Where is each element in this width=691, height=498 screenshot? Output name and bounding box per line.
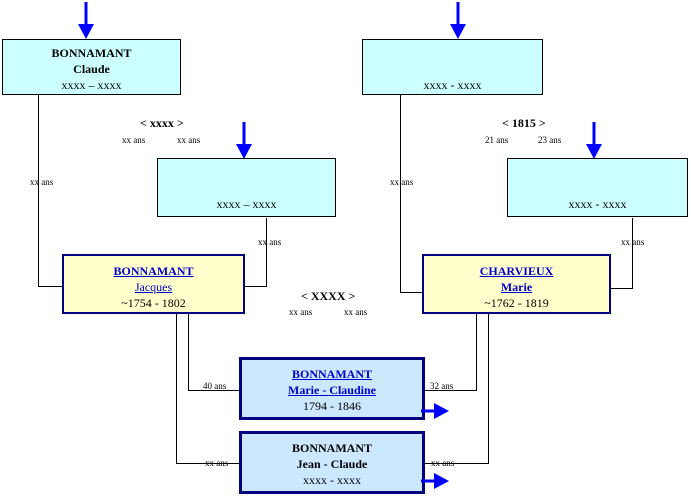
person-surname-link[interactable]: CHARVIEUX — [479, 264, 554, 278]
person-given-name: Claude — [73, 62, 110, 76]
age-label: xx ans — [177, 135, 201, 145]
person-dates: ~1762 - 1819 — [484, 296, 549, 310]
age-label: xx ans — [289, 307, 313, 317]
marriage-year: < xxxx > — [140, 116, 184, 130]
marriage-year: < 1815 > — [502, 116, 546, 130]
paternal-grandmother-box: xxxx – xxxx — [157, 158, 336, 217]
connector — [38, 286, 63, 287]
person-dates: xxxx – xxxx — [216, 197, 277, 211]
child-box: BONNAMANT Jean - Claude xxxx - xxxx — [239, 431, 425, 494]
mother-box: CHARVIEUX Marie ~1762 - 1819 — [422, 254, 611, 314]
arrow-down-icon[interactable] — [78, 2, 94, 39]
person-surname-link[interactable]: BONNAMANT — [292, 367, 372, 381]
person-given-name-link[interactable]: Marie — [500, 280, 533, 294]
person-dates: xxxx - xxxx — [423, 78, 482, 92]
age-label: xx ans — [122, 135, 146, 145]
age-label: xx ans — [344, 307, 368, 317]
connector — [176, 463, 240, 464]
person-dates: xxxx – xxxx — [61, 78, 122, 92]
arrow-right-icon[interactable] — [421, 473, 449, 489]
connector — [476, 314, 477, 390]
person-surname: BONNAMANT — [292, 441, 372, 455]
age-label: xx ans — [205, 458, 229, 468]
paternal-grandfather-box: BONNAMANT Claude xxxx – xxxx — [2, 39, 181, 95]
age-label: xx ans — [621, 237, 645, 247]
age-label: 21 ans — [485, 135, 509, 145]
age-label: xx ans — [431, 458, 455, 468]
person-dates: 1794 - 1846 — [303, 399, 361, 413]
maternal-grandmother-box: xxxx - xxxx — [507, 158, 688, 217]
age-label: 40 ans — [203, 381, 227, 391]
person-dates: ~1754 - 1802 — [121, 296, 186, 310]
connector — [424, 390, 477, 391]
age-label: 23 ans — [538, 135, 562, 145]
person-given-name: Jean - Claude — [296, 457, 368, 471]
marriage-year: < XXXX > — [301, 289, 356, 303]
age-label: 32 ans — [430, 381, 454, 391]
connector — [610, 288, 633, 289]
arrow-down-icon[interactable] — [586, 122, 602, 159]
arrow-right-icon[interactable] — [421, 403, 449, 419]
person-given-name-link[interactable]: Marie - Claudine — [288, 383, 376, 397]
connector — [244, 286, 267, 287]
connector — [632, 218, 633, 288]
connector — [488, 314, 489, 463]
connector — [400, 94, 401, 292]
age-label: xx ans — [390, 177, 414, 187]
connector — [38, 94, 39, 286]
connector — [400, 292, 424, 293]
child-box: BONNAMANT Marie - Claudine 1794 - 1846 — [239, 357, 425, 420]
connector — [266, 218, 267, 286]
person-surname-link[interactable]: BONNAMANT — [113, 264, 194, 278]
arrow-down-icon[interactable] — [236, 122, 252, 159]
connector — [424, 463, 489, 464]
person-given-name-link[interactable]: Jacques — [134, 280, 173, 294]
age-label: xx ans — [258, 237, 282, 247]
arrow-down-icon[interactable] — [450, 2, 466, 39]
person-dates: xxxx - xxxx — [568, 197, 627, 211]
person-dates: xxxx - xxxx — [303, 473, 361, 487]
maternal-grandfather-box: xxxx - xxxx — [362, 39, 543, 95]
connector — [188, 390, 240, 391]
person-surname: BONNAMANT — [51, 46, 132, 60]
father-box: BONNAMANT Jacques ~1754 - 1802 — [62, 254, 245, 314]
connector — [188, 314, 189, 390]
age-label: xx ans — [30, 177, 54, 187]
connector — [176, 314, 177, 463]
